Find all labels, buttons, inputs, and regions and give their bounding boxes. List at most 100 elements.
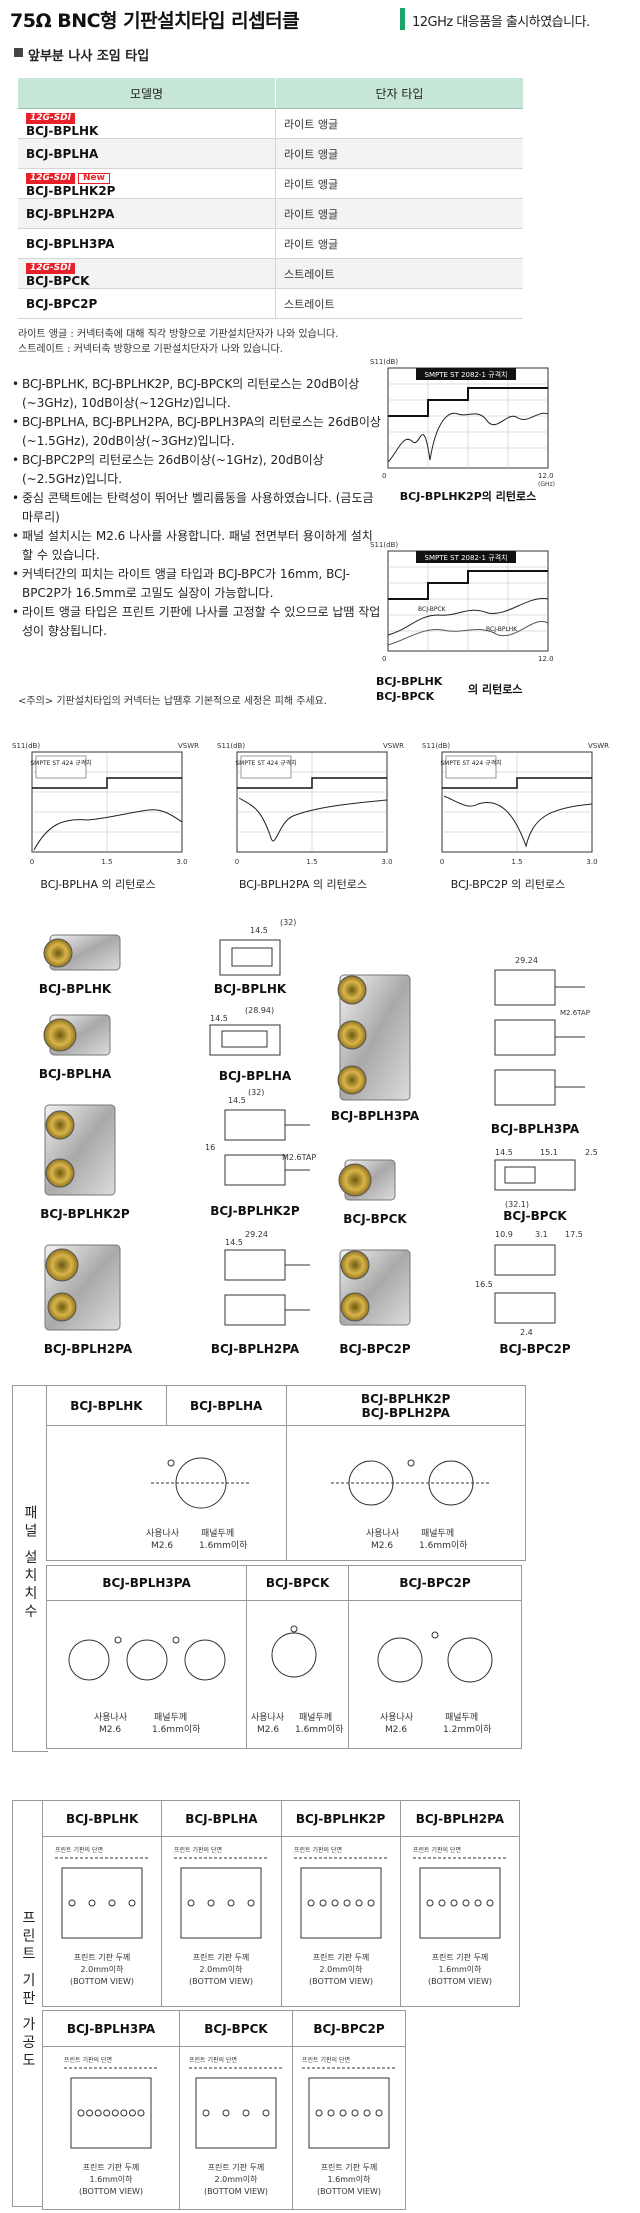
model-name: BCJ-BPLH3PA [26,236,115,251]
svg-text:1.6mm이하: 1.6mm이하 [295,1724,344,1735]
svg-text:프린트 기판의 단면: 프린트 기판의 단면 [174,1846,222,1854]
badge-new: New [77,173,110,184]
terminal-type: 라이트 앵글 [275,228,523,259]
svg-text:2.0mm이하: 2.0mm이하 [81,1964,125,1974]
svg-text:BCJ-BPLH2PA 의 리턴로스: BCJ-BPLH2PA 의 리턴로스 [239,878,367,891]
pcb-side-label: 프린트 기판 가공도 [20,1910,36,2071]
photo-bplhk: BCJ-BPLHK [39,934,121,996]
svg-text:BCJ-BPC2P 의 리턴로스: BCJ-BPC2P 의 리턴로스 [451,878,566,891]
svg-text:BCJ-BPLHK2P: BCJ-BPLHK2P [40,1207,130,1221]
svg-text:16.5: 16.5 [475,1280,493,1289]
panel-header: BCJ-BPLHA [165,1385,287,1426]
svg-text:프린트 기판 두께: 프린트 기판 두께 [193,1952,250,1962]
svg-text:프린트 기판 두께: 프린트 기판 두께 [432,1952,489,1962]
svg-text:15.1: 15.1 [540,1148,558,1157]
svg-text:BCJ-BPLHK: BCJ-BPLHK [214,982,287,996]
model-name: BCJ-BPLHK [26,124,99,138]
svg-text:BCJ-BPLHK: BCJ-BPLHK [39,982,112,996]
model-cell: BCJ-BPLH2PA [18,198,276,229]
model-name: BCJ-BPC2P [26,296,98,311]
svg-text:BCJ-BPCK: BCJ-BPCK [503,1209,567,1223]
svg-text:2.0mm이하: 2.0mm이하 [319,1964,363,1974]
panel-drawing-single: 사용나사 M2.6 패널두께 1.6mm이하 [46,1425,287,1561]
svg-text:1.6mm이하: 1.6mm이하 [152,1724,201,1735]
photo-bpck: BCJ-BPCK [338,1159,407,1226]
svg-text:1.6mm이하: 1.6mm이하 [327,2174,371,2184]
svg-text:M2.6TAP: M2.6TAP [560,1009,590,1017]
svg-text:14.5: 14.5 [228,1096,246,1105]
drawing-bplh3pa: 29.24 M2.6TAP [494,956,590,1106]
svg-text:1.6mm이하: 1.6mm이하 [199,1540,248,1551]
panel-side-box [12,1385,48,1752]
pcb-table-1: BCJ-BPLHK BCJ-BPLHA BCJ-BPLHK2P BCJ-BPLH… [41,1800,521,2007]
svg-text:14.5: 14.5 [225,1238,243,1247]
svg-text:프린트 기판의 단면: 프린트 기판의 단면 [294,1846,342,1854]
svg-text:패널두께: 패널두께 [421,1528,454,1539]
panel-header: BCJ-BPLH3PA [45,1565,248,1601]
svg-text:BCJ-BPLHK: BCJ-BPLHK [486,626,518,633]
accent-bar [400,8,405,30]
graph-caption: BCJ-BPLHK2P의 리턴로스 [400,489,536,502]
svg-text:2.5: 2.5 [585,1148,598,1157]
svg-text:S11(dB): S11(dB) [370,541,398,549]
header-model: 모델명 [18,78,276,109]
svg-text:1.5: 1.5 [101,858,112,866]
svg-text:프린트 기판 두께: 프린트 기판 두께 [208,2162,265,2172]
svg-text:SMPTE ST 2082-1 규격치: SMPTE ST 2082-1 규격치 [425,553,508,562]
panel-mount-table-2: BCJ-BPLH3PA BCJ-BPCK BCJ-BPC2P 사용나사 M2.6… [45,1565,522,1749]
svg-text:(BOTTOM VIEW): (BOTTOM VIEW) [189,1977,253,1986]
standard-label: SMPTE ST 2082-1 규격치 [425,370,508,379]
svg-text:1.6mm이하: 1.6mm이하 [89,2174,133,2184]
model-name: BCJ-BPLHA [26,146,99,161]
footnote: <주의> 기판설치타입의 커넥터는 납땜후 기본적으로 세정은 피해 주세요. [18,696,327,707]
svg-text:1.6mm이하: 1.6mm이하 [419,1540,468,1551]
svg-text:0: 0 [382,472,386,480]
svg-text:14.5: 14.5 [250,926,268,935]
panel-header: BCJ-BPLHK [46,1385,167,1426]
return-loss-graph-bplhk-bpck: S11(dB) SMPTE ST 2082-1 규격치 BCJ-BPCK BCJ… [370,541,554,703]
return-loss-graphs-small: S11(dB) VSWR SMPTE ST 424 규격치 0 1.5 3.0 … [12,742,609,891]
product-gallery: BCJ-BPLHK BCJ-BPLHA BCJ-BPLHK2P BCJ-BPLH… [39,918,598,1356]
svg-text:프린트 기판의 단면: 프린트 기판의 단면 [302,2056,350,2064]
svg-text:BCJ-BPLH2PA: BCJ-BPLH2PA [44,1342,133,1356]
photo-bpc2p: BCJ-BPC2P [339,1249,411,1356]
svg-text:BCJ-BPLHK2P: BCJ-BPLHK2P [210,1204,300,1218]
svg-text:(32): (32) [280,918,296,927]
svg-text:14.5: 14.5 [495,1148,513,1157]
svg-text:0: 0 [30,858,34,866]
model-cell: BCJ-BPLHA [18,138,276,169]
model-name: BCJ-BPLH2PA [26,206,115,221]
svg-text:프린트 기판의 단면: 프린트 기판의 단면 [64,2056,112,2064]
badge-12g-sdi: 12G-SDI [26,263,75,274]
svg-text:BCJ-BPC2P: BCJ-BPC2P [499,1342,570,1356]
svg-text:사용나사: 사용나사 [146,1528,180,1539]
svg-text:(BOTTOM VIEW): (BOTTOM VIEW) [70,1977,134,1986]
svg-text:2.4: 2.4 [520,1328,533,1337]
page-title: 75Ω BNC형 기판설치타입 리셉터클 [10,10,300,32]
photo-bplh2pa: BCJ-BPLH2PA [44,1244,133,1356]
svg-text:의 리턴로스: 의 리턴로스 [468,682,522,696]
svg-text:프린트 기판의 단면: 프린트 기판의 단면 [413,1846,461,1854]
note-straight: 스트레이트 : 커넥터축 방향으로 기판설치단자가 나와 있습니다. [18,344,283,355]
svg-text:S11(dB): S11(dB) [217,742,245,750]
drawing-bpc2p: 10.9 3.1 17.5 16.5 2.4 [475,1230,583,1337]
svg-text:사용나사: 사용나사 [251,1712,285,1723]
svg-text:S11(dB): S11(dB) [12,742,40,750]
svg-text:패널두께: 패널두께 [445,1712,478,1723]
svg-text:(28.94): (28.94) [245,1006,274,1015]
svg-text:3.0: 3.0 [176,858,187,866]
svg-text:M2.6: M2.6 [385,1725,407,1735]
svg-text:(BOTTOM VIEW): (BOTTOM VIEW) [204,2187,268,2196]
svg-text:BCJ-BPC2P: BCJ-BPC2P [339,1342,410,1356]
pcb-header: BCJ-BPLHK [41,1800,163,1837]
svg-text:0: 0 [382,655,386,663]
model-name: BCJ-BPCK [26,274,90,288]
svg-text:BCJ-BPLH3PA: BCJ-BPLH3PA [491,1122,580,1136]
section-title: 앞부분 나사 조임 타입 [28,49,150,64]
note-right-angle: 라이트 앵글 : 커넥터축에 대해 직각 방향으로 기판설치단자가 나와 있습니… [18,329,339,340]
svg-text:1.6mm이하: 1.6mm이하 [438,1964,482,1974]
